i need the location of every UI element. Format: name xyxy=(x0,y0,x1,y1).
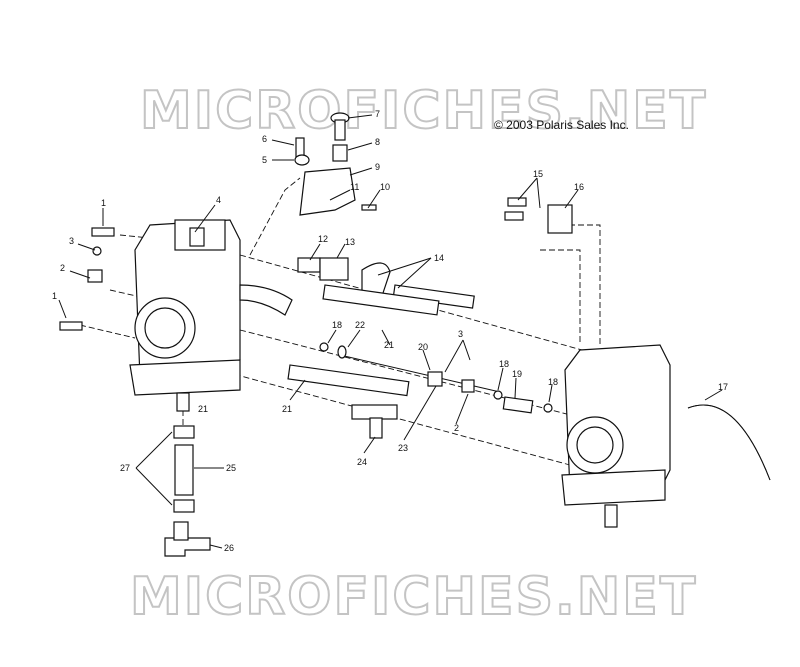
callout-19: 19 xyxy=(512,369,522,379)
callout-11: 11 xyxy=(350,182,359,192)
callout-18c: 18 xyxy=(548,377,558,387)
callout-13: 13 xyxy=(345,237,355,247)
callout-2a: 2 xyxy=(60,263,65,273)
watermark-top: MICROFICHES.NET xyxy=(140,81,707,141)
callout-3a: 3 xyxy=(69,236,74,246)
callout-26: 26 xyxy=(224,543,234,553)
callout-15: 15 xyxy=(533,169,543,179)
callout-22: 22 xyxy=(355,320,365,330)
callout-27: 27 xyxy=(120,463,130,473)
callout-7: 7 xyxy=(375,109,380,119)
callout-4: 4 xyxy=(216,195,221,205)
callout-21c: 21 xyxy=(198,404,208,414)
callout-25: 25 xyxy=(226,463,236,473)
callout-17: 17 xyxy=(718,382,728,392)
assembly-lines xyxy=(79,177,601,466)
callout-21b: 21 xyxy=(282,404,292,414)
callout-10: 10 xyxy=(380,182,390,192)
callout-8: 8 xyxy=(375,137,380,147)
callout-9: 9 xyxy=(375,162,380,172)
linkage-parts xyxy=(59,112,573,557)
callout-3b: 3 xyxy=(458,329,463,339)
callout-23: 23 xyxy=(398,443,408,453)
callout-14: 14 xyxy=(434,253,444,263)
callout-18b: 18 xyxy=(499,359,509,369)
copyright-notice: © 2003 Polaris Sales Inc. xyxy=(494,118,629,132)
watermark-bottom: MICROFICHES.NET xyxy=(130,567,697,627)
callout-20: 20 xyxy=(418,342,428,352)
callout-5: 5 xyxy=(262,155,267,165)
callout-18a: 18 xyxy=(332,320,342,330)
leader-lines xyxy=(58,114,723,549)
callout-1b: 1 xyxy=(52,291,57,301)
callout-24: 24 xyxy=(357,457,367,467)
carburetor-right xyxy=(561,344,771,528)
callout-6: 6 xyxy=(262,134,267,144)
callout-16: 16 xyxy=(574,182,584,192)
callout-1a: 1 xyxy=(101,198,106,208)
callout-2b: 2 xyxy=(454,423,459,433)
callout-21a: 21 xyxy=(384,340,394,350)
callout-labels: 1 1 2 2 3 3 4 5 6 7 8 9 10 11 12 13 14 1… xyxy=(52,109,728,553)
carburetor-left xyxy=(129,219,293,412)
callout-12: 12 xyxy=(318,234,328,244)
